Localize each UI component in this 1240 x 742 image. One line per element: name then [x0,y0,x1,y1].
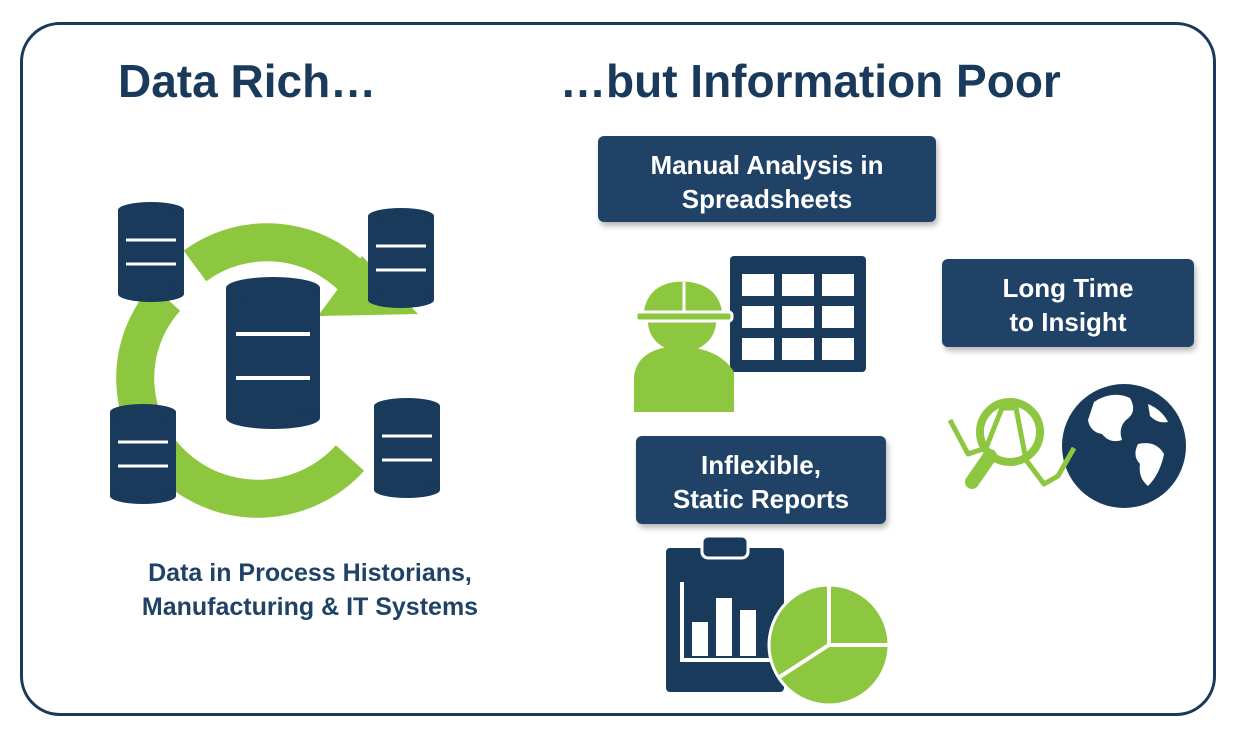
pie-chart-icon [767,583,891,707]
cycle-arrow [183,223,377,301]
right-heading: …but Information Poor [560,55,1061,107]
magnifier-chart-icon [947,398,1077,489]
manual-analysis-box: Manual Analysis in Spreadsheets [598,136,936,222]
clipboard-bar-chart-icon [666,534,784,692]
long-time-line2: to Insight [1009,307,1127,337]
long-time-line1: Long Time [1002,273,1134,303]
database-top-right [366,206,436,310]
database-cycle-icon [108,200,442,518]
database-center [226,277,320,429]
long-time-box: Long Time to Insight [942,259,1194,347]
database-top-left [116,200,186,304]
left-caption-line1: Data in Process Historians, [148,559,472,587]
inflexible-line1: Inflexible, [701,450,821,480]
worker-icon [634,278,734,412]
database-bottom-left [108,402,178,506]
manual-analysis-line1: Manual Analysis in [650,150,884,180]
manual-analysis-line2: Spreadsheets [681,184,853,214]
database-bottom-right [372,396,442,500]
globe-icon [1062,384,1186,508]
inflexible-line2: Static Reports [672,484,850,514]
left-caption-line2: Manufacturing & IT Systems [141,593,479,621]
inflexible-reports-box: Inflexible, Static Reports [636,436,886,524]
left-caption: Data in Process Historians, Manufacturin… [100,556,520,624]
spreadsheet-grid-icon [730,256,866,372]
left-heading: Data Rich… [118,55,377,107]
